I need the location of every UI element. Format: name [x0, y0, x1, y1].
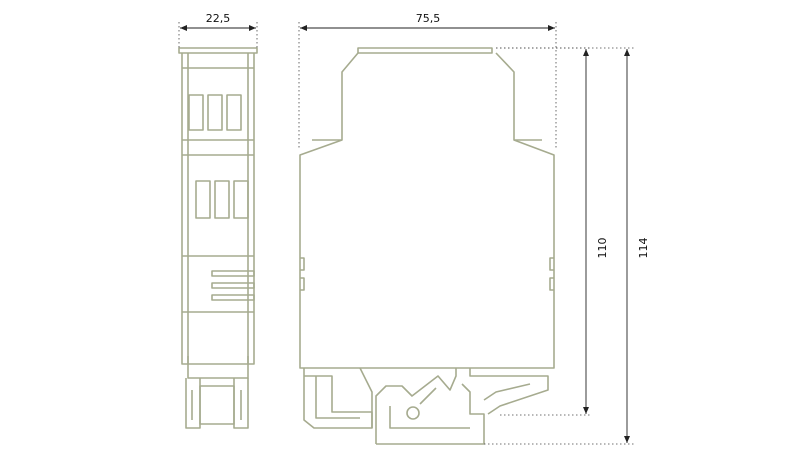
narrow-view	[178, 47, 258, 429]
dimension-label-height-body: 110	[596, 238, 609, 259]
profile-outline	[299, 52, 555, 369]
profile-notch-left-2	[300, 277, 305, 291]
din-clip-upper	[375, 368, 457, 444]
profile-notch-right-1	[549, 257, 554, 271]
din-foot-left-inner	[315, 376, 360, 419]
vent-bar-1	[211, 270, 255, 277]
din-foot-left-edge	[359, 367, 373, 428]
din-foot-right	[469, 368, 549, 415]
narrow-foot-left	[185, 378, 201, 429]
dimension-height-total: 114	[484, 47, 650, 445]
narrow-foot-upper	[187, 356, 249, 379]
dimension-label-width-side: 22,5	[206, 12, 231, 25]
terminal-slot-lower-2	[214, 180, 230, 219]
profile-view	[299, 47, 555, 445]
dimension-label-depth: 75,5	[416, 12, 441, 25]
profile-notch-right-2	[549, 277, 554, 291]
din-clip-inner	[389, 406, 470, 429]
terminal-slot-upper-1	[188, 94, 204, 131]
din-foot-right-inner	[483, 383, 531, 401]
din-foot-left	[303, 368, 373, 429]
dimension-width-side: 22,5	[178, 12, 258, 48]
din-clip-screw	[406, 406, 420, 420]
terminal-slot-lower-1	[195, 180, 211, 219]
terminal-slot-upper-3	[226, 94, 242, 131]
narrow-top-cap	[178, 47, 258, 54]
narrow-body-outline	[181, 53, 255, 365]
vent-bar-2	[211, 282, 255, 289]
vent-bar-3	[211, 294, 255, 301]
din-rail	[376, 383, 485, 445]
profile-top-cap	[357, 47, 493, 54]
terminal-slot-upper-2	[207, 94, 223, 131]
dimension-height-body: 110	[496, 47, 609, 416]
dimension-label-height-total: 114	[637, 238, 650, 259]
terminal-slot-lower-3	[233, 180, 249, 219]
dimension-depth: 75,5	[298, 12, 557, 150]
din-clip-spring	[419, 387, 437, 405]
profile-notch-left-1	[300, 257, 305, 271]
narrow-foot-center	[199, 385, 235, 425]
